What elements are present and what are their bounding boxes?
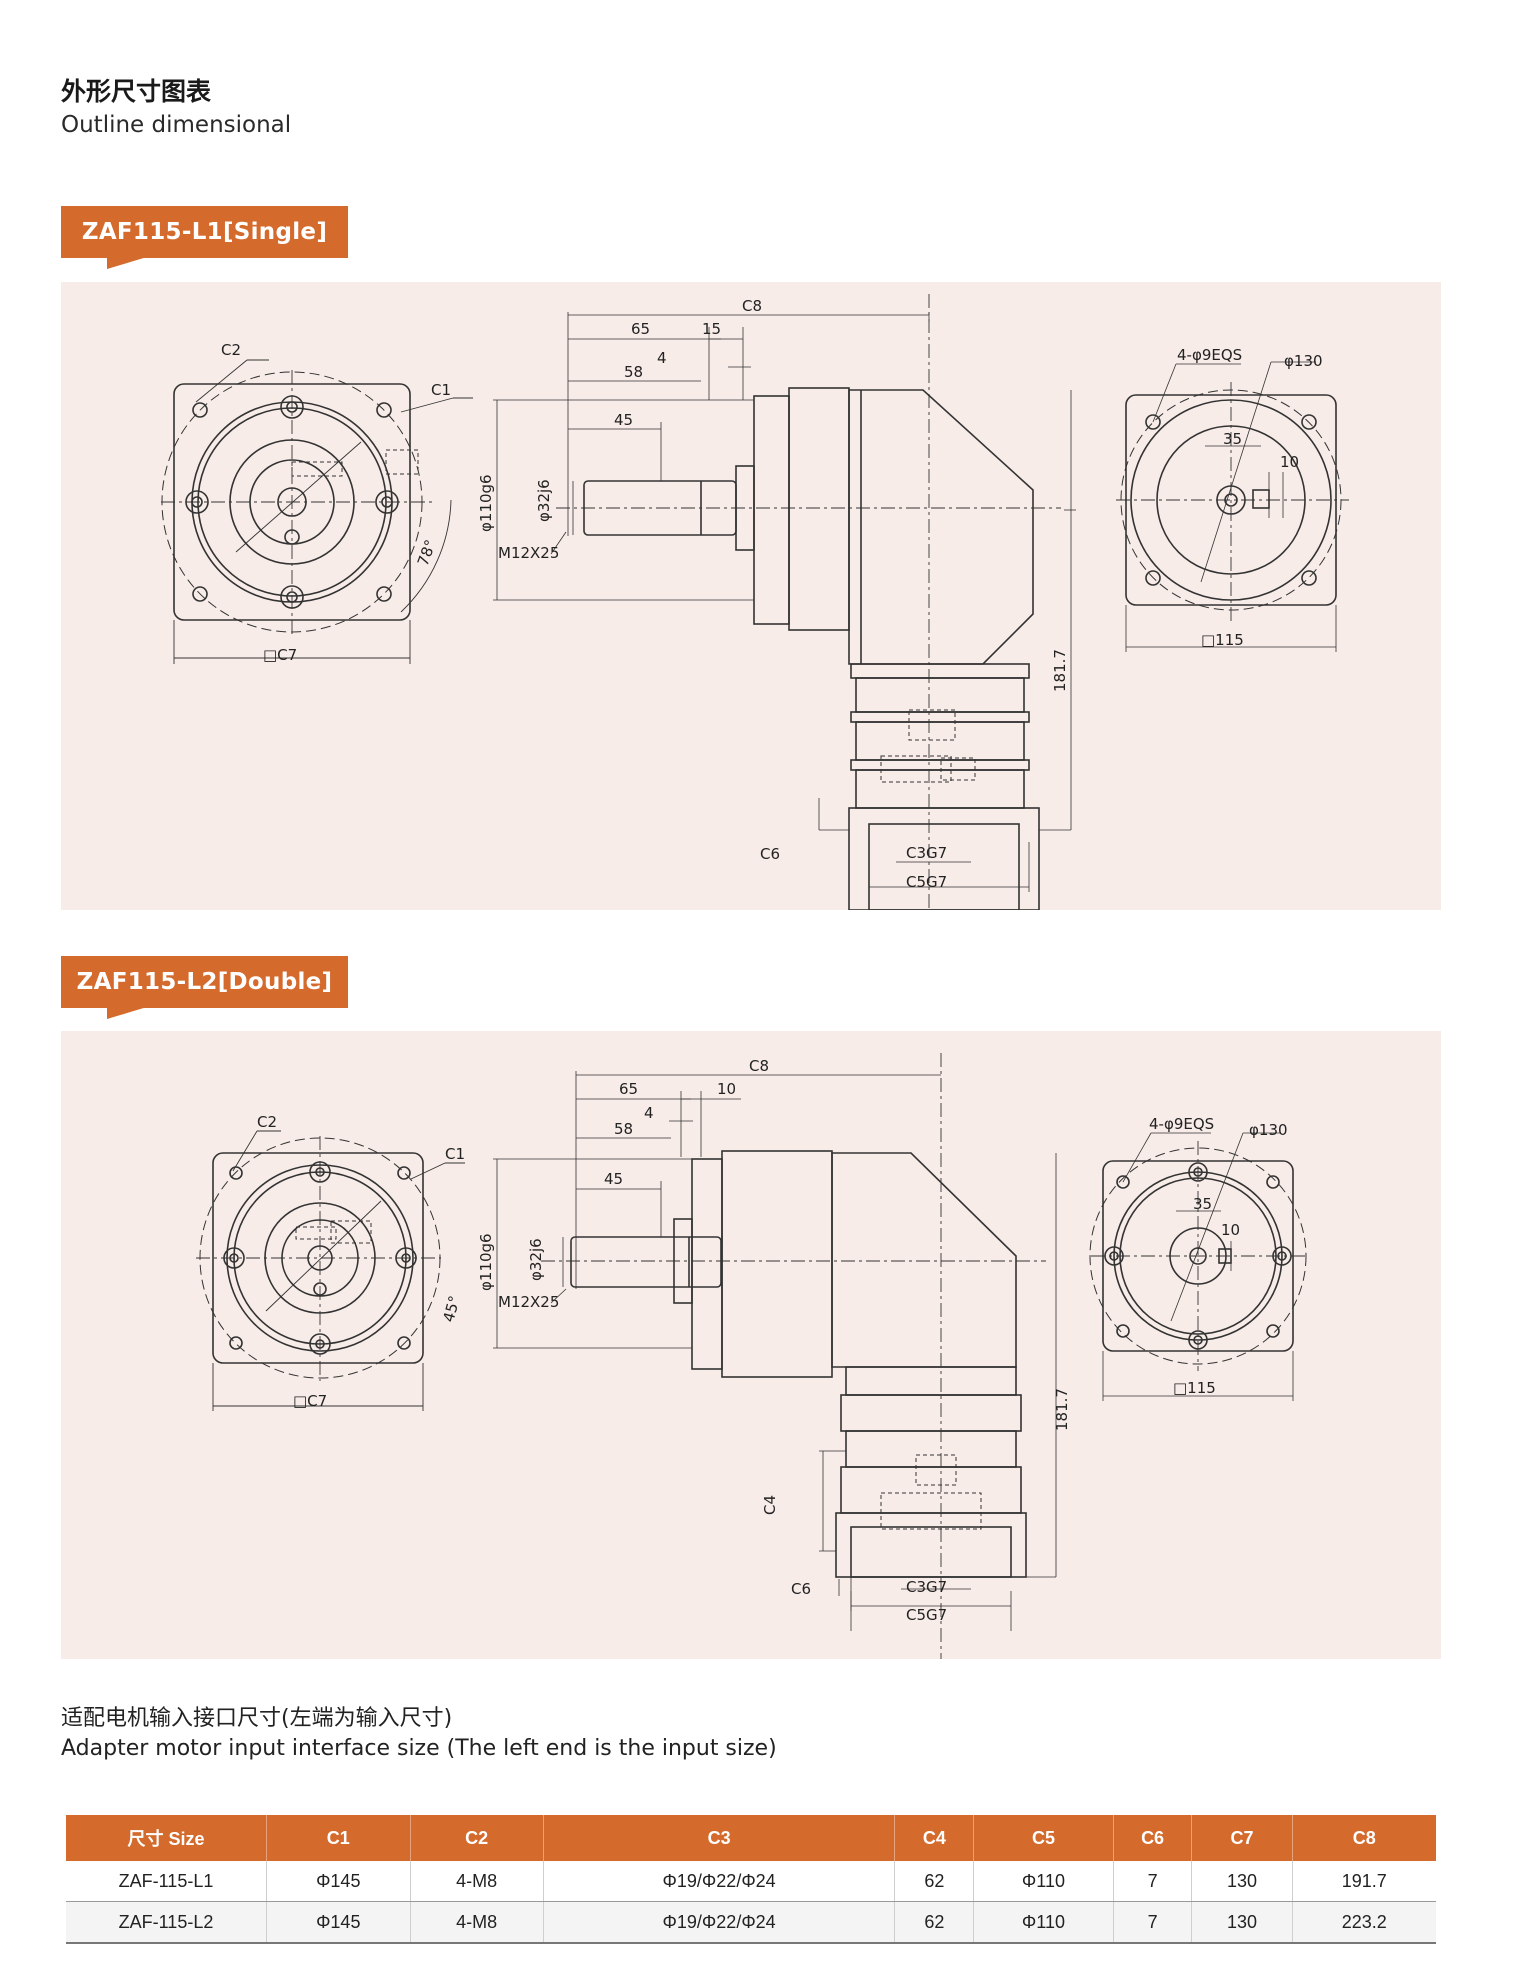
header-c8: C8	[1292, 1815, 1436, 1861]
front-view-single	[161, 359, 473, 664]
label-45: 45	[604, 1170, 623, 1188]
label-holes: 4-φ9EQS	[1149, 1115, 1214, 1133]
cell-model: ZAF-115-L2	[66, 1901, 267, 1944]
header-c5: C5	[973, 1815, 1114, 1861]
cell-c1: Φ145	[266, 1901, 411, 1944]
label-c1: C1	[445, 1145, 465, 1163]
rear-view-single	[1116, 361, 1349, 652]
label-m12: M12X25	[498, 544, 559, 562]
label-4: 4	[657, 349, 667, 367]
header-c1: C1	[266, 1815, 411, 1861]
cell-c7: 130	[1191, 1861, 1293, 1902]
cell-c6: 7	[1113, 1901, 1193, 1944]
cell-c2: 4-M8	[410, 1861, 544, 1902]
page-title-en: Outline dimensional	[61, 112, 292, 138]
table-row: ZAF-115-L1 Φ145 4-M8 Φ19/Φ22/Φ24 62 Φ110…	[66, 1861, 1436, 1902]
label-65: 65	[619, 1080, 638, 1098]
section-tab-double: ZAF115-L2[Double]	[61, 956, 348, 1019]
label-58: 58	[614, 1120, 633, 1138]
label-c8: C8	[742, 297, 762, 315]
header-c2: C2	[410, 1815, 544, 1861]
label-35: 35	[1223, 430, 1242, 448]
label-phi32: φ32j6	[527, 1238, 545, 1281]
header-c3: C3	[543, 1815, 896, 1861]
cell-c3: Φ19/Φ22/Φ24	[543, 1901, 896, 1944]
drawing-panel-single: C2 C1 □C7 78° C8 65 15 4 58 45 φ110g6 φ3…	[61, 282, 1441, 910]
table-row: ZAF-115-L2 Φ145 4-M8 Φ19/Φ22/Φ24 62 Φ110…	[66, 1901, 1436, 1944]
label-phi110: φ110g6	[477, 474, 495, 532]
label-c4: C4	[761, 1495, 779, 1515]
label-c8: C8	[749, 1057, 769, 1075]
label-c6: C6	[760, 845, 780, 863]
label-c7: □C7	[263, 646, 297, 664]
label-65: 65	[631, 320, 650, 338]
label-sq115: □115	[1201, 631, 1244, 649]
drawing-panel-double: C2 C1 □C7 45° C8 65 10 4 58 45 φ110g6 φ3…	[61, 1031, 1441, 1659]
label-c6: C6	[791, 1580, 811, 1598]
label-phi130: φ130	[1284, 352, 1323, 370]
table-header-row: 尺寸 Size C1 C2 C3 C4 C5 C6 C7 C8	[66, 1815, 1436, 1861]
label-c2: C2	[257, 1113, 277, 1131]
cell-c2: 4-M8	[410, 1901, 544, 1944]
header-c4: C4	[894, 1815, 975, 1861]
label-10: 10	[1280, 453, 1299, 471]
front-view-double	[196, 1130, 465, 1411]
label-c3: C3G7	[906, 844, 947, 862]
label-10-top: 10	[717, 1080, 736, 1098]
cell-c6: 7	[1113, 1861, 1193, 1902]
label-58: 58	[624, 363, 643, 381]
label-phi32: φ32j6	[535, 479, 553, 522]
cell-model: ZAF-115-L1	[66, 1861, 267, 1902]
cell-c1: Φ145	[266, 1861, 411, 1902]
label-c1: C1	[431, 381, 451, 399]
label-181: 181.7	[1053, 1388, 1071, 1431]
cell-c4: 62	[894, 1901, 975, 1944]
label-holes: 4-φ9EQS	[1177, 346, 1242, 364]
label-35: 35	[1193, 1195, 1212, 1213]
section-tab-single: ZAF115-L1[Single]	[61, 206, 348, 269]
label-181: 181.7	[1051, 649, 1069, 692]
header-c6: C6	[1113, 1815, 1193, 1861]
label-15: 15	[702, 320, 721, 338]
label-10: 10	[1221, 1221, 1240, 1239]
side-view-single	[493, 294, 1076, 910]
cell-c4: 62	[894, 1861, 975, 1902]
label-4: 4	[644, 1104, 654, 1122]
label-c7: □C7	[293, 1392, 327, 1410]
drawing-single: C2 C1 □C7 78° C8 65 15 4 58 45 φ110g6 φ3…	[161, 294, 1349, 910]
label-angle: 45°	[439, 1294, 463, 1324]
cell-c8: 191.7	[1292, 1861, 1436, 1902]
label-c2: C2	[221, 341, 241, 359]
label-45: 45	[614, 411, 633, 429]
cell-c8: 223.2	[1292, 1901, 1436, 1944]
label-c3: C3G7	[906, 1578, 947, 1596]
adapter-title-cn: 适配电机输入接口尺寸(左端为输入尺寸)	[61, 1706, 453, 1731]
cell-c5: Φ110	[973, 1901, 1114, 1944]
cell-c3: Φ19/Φ22/Φ24	[543, 1861, 896, 1902]
label-c5: C5G7	[906, 873, 947, 891]
page-title-cn: 外形尺寸图表	[61, 77, 212, 106]
rear-view-double	[1089, 1132, 1309, 1401]
size-table: 尺寸 Size C1 C2 C3 C4 C5 C6 C7 C8 ZAF-115-…	[66, 1815, 1436, 1944]
label-phi130: φ130	[1249, 1121, 1288, 1139]
header-c7: C7	[1191, 1815, 1293, 1861]
side-view-double	[493, 1053, 1057, 1659]
drawing-double: C2 C1 □C7 45° C8 65 10 4 58 45 φ110g6 φ3…	[196, 1053, 1309, 1659]
label-phi110: φ110g6	[477, 1233, 495, 1291]
adapter-title-en: Adapter motor input interface size (The …	[61, 1736, 777, 1761]
label-m12: M12X25	[498, 1293, 559, 1311]
cell-c5: Φ110	[973, 1861, 1114, 1902]
cell-c7: 130	[1191, 1901, 1293, 1944]
label-c5: C5G7	[906, 1606, 947, 1624]
label-sq115: □115	[1173, 1379, 1216, 1397]
header-size: 尺寸 Size	[66, 1815, 267, 1861]
